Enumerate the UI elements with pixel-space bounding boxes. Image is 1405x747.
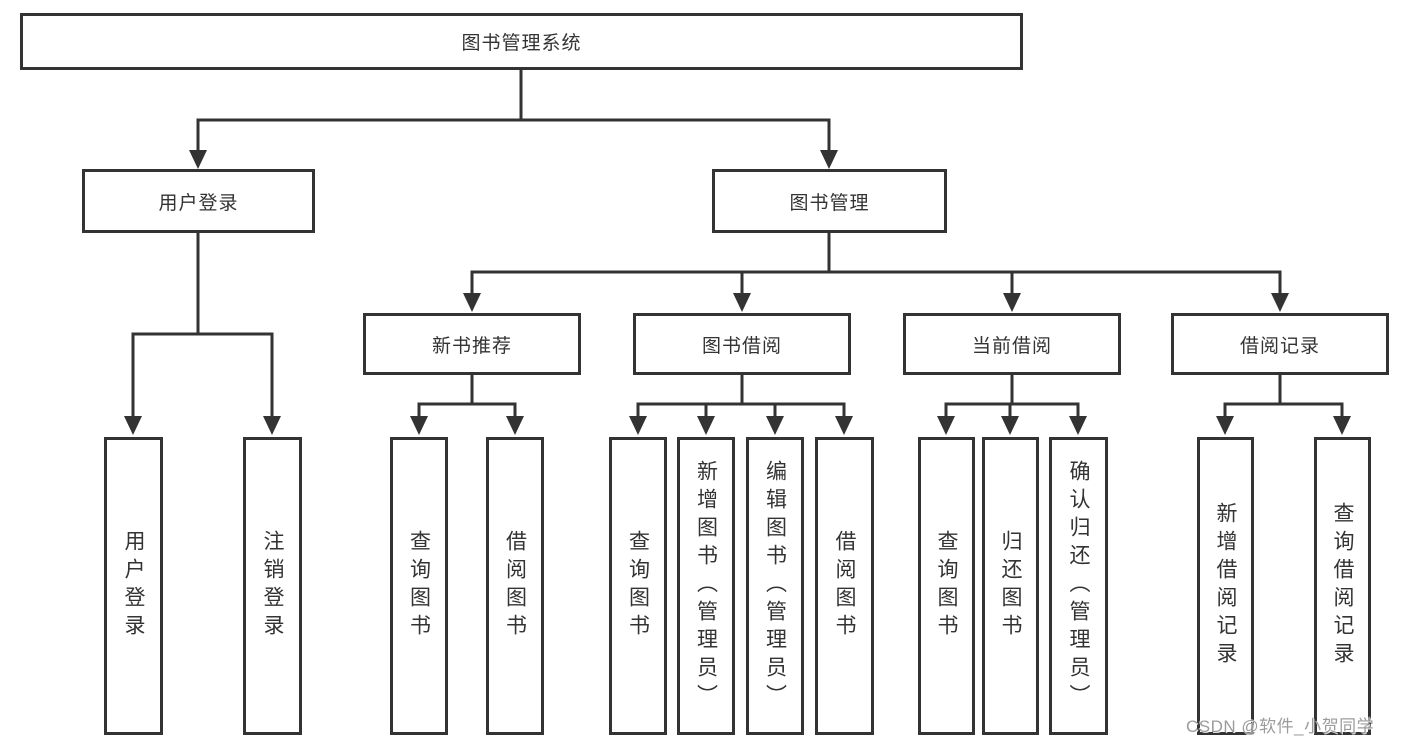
node-label: 新增图书（管理员） [694, 460, 718, 712]
leaf-confirm-return-admin: 确认归还（管理员） [1049, 437, 1108, 735]
node-library-system-root: 图书管理系统 [20, 13, 1023, 70]
node-book-borrow: 图书借阅 [633, 313, 851, 375]
csdn-watermark: CSDN @软件_小贺同学 [1186, 717, 1375, 736]
node-label: 用户登录 [158, 192, 239, 214]
node-label: 确认归还（管理员） [1067, 460, 1090, 712]
leaf-add-borrow-record: 新增借阅记录 [1197, 437, 1254, 735]
node-label: 归还图书 [999, 530, 1022, 642]
node-label: 新增借阅记录 [1214, 502, 1237, 670]
node-label: 当前借阅 [971, 335, 1052, 357]
node-label: 图书借阅 [701, 335, 782, 357]
node-label: 新书推荐 [431, 335, 512, 357]
node-label: 查询图书 [626, 530, 650, 642]
node-current-borrow: 当前借阅 [903, 313, 1121, 375]
node-label: 借阅图书 [503, 530, 527, 642]
node-label: 查询图书 [935, 530, 958, 642]
connector-lines [131, 68, 1344, 420]
leaf-logout: 注销登录 [243, 437, 302, 735]
node-user-login: 用户登录 [82, 169, 315, 233]
leaf-query-books-borrow: 查询图书 [609, 437, 667, 735]
leaf-borrow-books: 借阅图书 [815, 437, 874, 735]
node-label: 用户登录 [122, 530, 145, 642]
leaf-add-book-admin: 新增图书（管理员） [677, 437, 735, 735]
node-borrow-records: 借阅记录 [1171, 313, 1389, 375]
node-label: 编辑图书（管理员） [763, 460, 787, 712]
leaf-query-books-recommend: 查询图书 [390, 437, 448, 735]
leaf-return-books: 归还图书 [982, 437, 1039, 735]
node-label: 借阅记录 [1239, 335, 1320, 357]
leaf-borrow-books-recommend: 借阅图书 [486, 437, 544, 735]
node-label: 查询借阅记录 [1331, 502, 1354, 670]
node-label: 图书管理 [789, 192, 870, 214]
leaf-query-books-current: 查询图书 [918, 437, 975, 735]
node-label: 查询图书 [407, 530, 431, 642]
leaf-edit-book-admin: 编辑图书（管理员） [746, 437, 804, 735]
node-book-management: 图书管理 [712, 169, 947, 233]
node-label: 图书管理系统 [461, 33, 582, 54]
node-label: 借阅图书 [833, 530, 856, 642]
leaf-user-login: 用户登录 [104, 437, 163, 735]
node-label: 注销登录 [261, 530, 284, 642]
leaf-query-borrow-record: 查询借阅记录 [1314, 437, 1371, 735]
node-new-book-recommend: 新书推荐 [363, 313, 581, 375]
